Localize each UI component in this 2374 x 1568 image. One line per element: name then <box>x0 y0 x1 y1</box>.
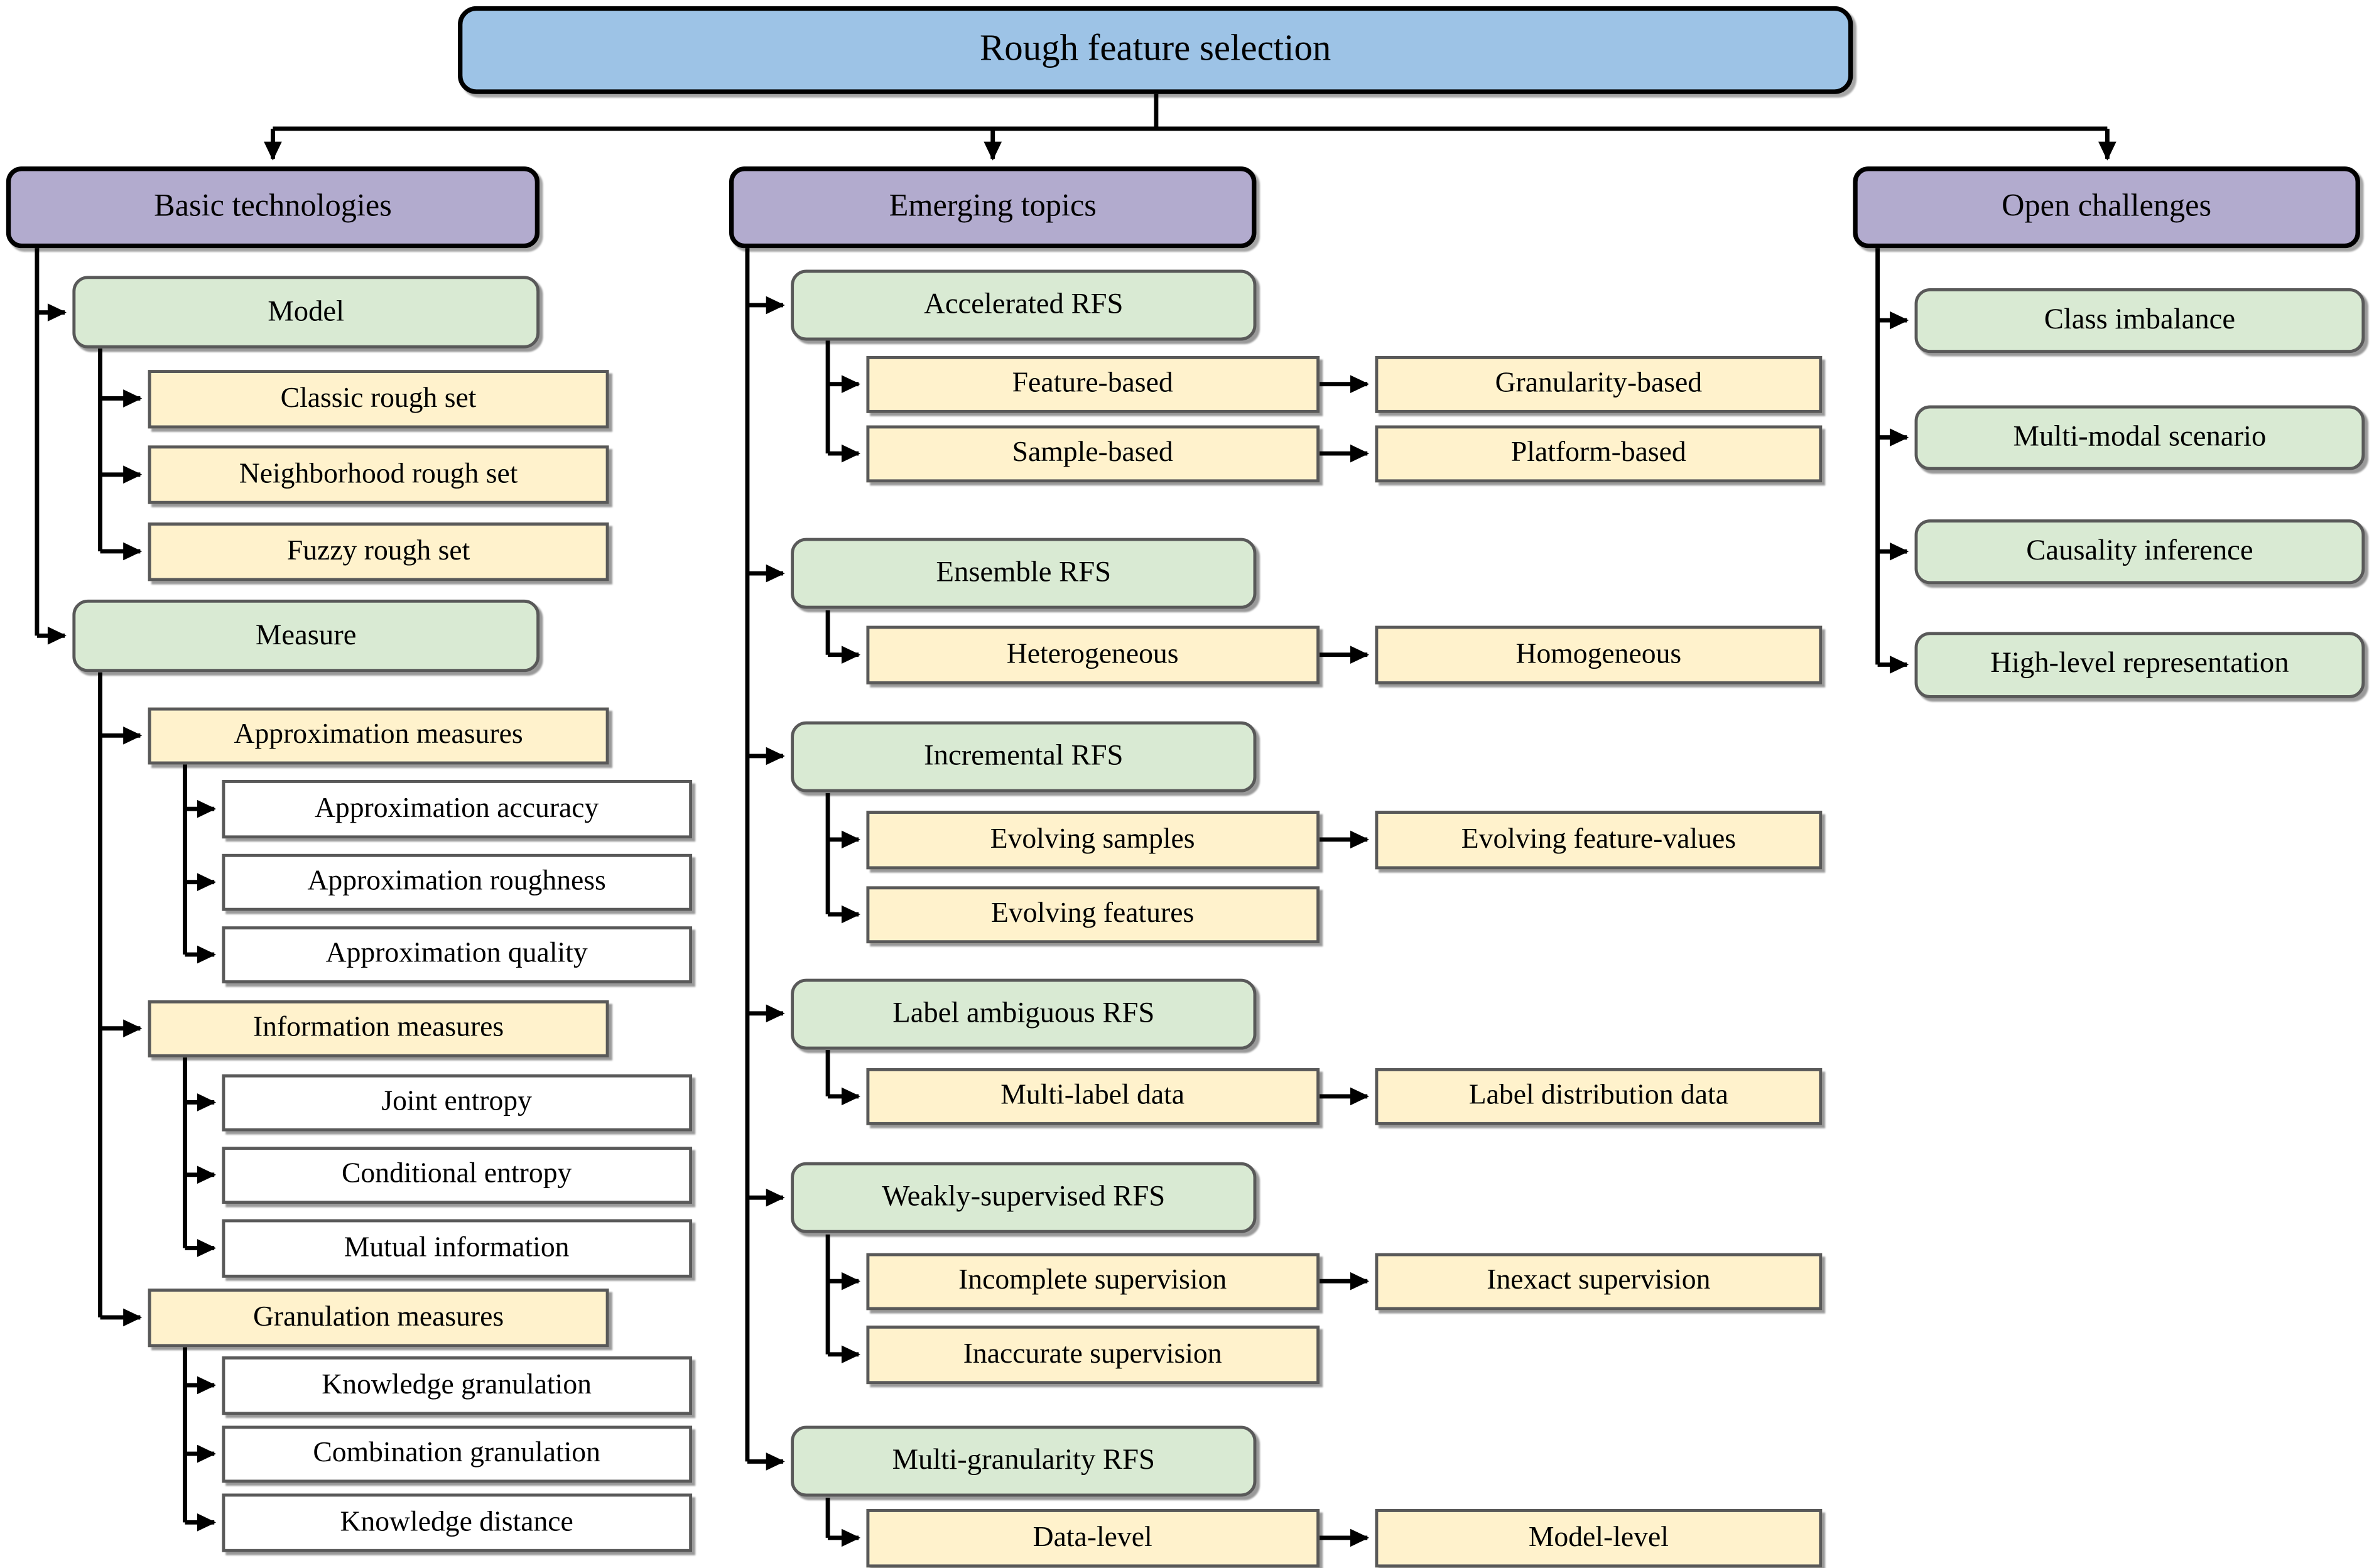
node-fuzzy-rough-set: Fuzzy rough set <box>148 522 609 581</box>
node-incremental-rfs: Incremental RFS <box>791 720 1257 792</box>
node-multi-modal-scenario: Multi-modal scenario <box>1914 404 2365 470</box>
node-evolving-samples: Evolving samples <box>866 811 1319 869</box>
trunk-lines <box>35 94 2108 1538</box>
node-sample-based: Sample-based <box>866 424 1319 483</box>
node-knowledge-distance: Knowledge distance <box>221 1493 693 1552</box>
node-heterogeneous: Heterogeneous <box>866 625 1319 684</box>
node-joint-entropy: Joint entropy <box>221 1073 693 1132</box>
node-causality-inference: Causality inference <box>1914 518 2365 585</box>
node-evolving-feature-values: Evolving feature-values <box>1375 811 1823 869</box>
node-label-distribution-data: Label distribution data <box>1375 1067 1823 1125</box>
node-evolving-features: Evolving features <box>866 885 1319 944</box>
node-information-measures: Information measures <box>148 999 609 1057</box>
node-approximation-accuracy: Approximation accuracy <box>221 780 693 838</box>
arrow-connectors <box>36 128 2117 1547</box>
node-platform-based: Platform-based <box>1375 424 1823 483</box>
node-conditional-entropy: Conditional entropy <box>221 1145 693 1204</box>
node-data-level: Data-level <box>866 1509 1319 1567</box>
node-approximation-measures: Approximation measures <box>148 706 609 765</box>
node-granularity-based: Granularity-based <box>1375 355 1823 413</box>
node-ensemble-rfs: Ensemble RFS <box>791 538 1257 609</box>
node-class-imbalance: Class imbalance <box>1914 287 2365 354</box>
node-weakly-supervised-rfs: Weakly-supervised RFS <box>791 1162 1257 1233</box>
node-high-level-representation: High-level representation <box>1914 632 2365 698</box>
node-measure: Measure <box>72 599 540 673</box>
node-inexact-supervision: Inexact supervision <box>1375 1252 1823 1311</box>
node-granulation-measures: Granulation measures <box>148 1289 609 1347</box>
node-label-ambiguous-rfs: Label ambiguous RFS <box>791 978 1257 1049</box>
node-multi-label-data: Multi-label data <box>866 1067 1319 1125</box>
node-model: Model <box>72 276 540 349</box>
node-neighborhood-rough-set: Neighborhood rough set <box>148 445 609 504</box>
node-approximation-quality: Approximation quality <box>221 925 693 983</box>
node-inaccurate-supervision: Inaccurate supervision <box>866 1325 1319 1383</box>
node-model-level: Model-level <box>1375 1509 1823 1567</box>
node-multi-granularity-rfs: Multi-granularity RFS <box>791 1425 1257 1497</box>
node-mutual-information: Mutual information <box>221 1219 693 1277</box>
node-classic-rough-set: Classic rough set <box>148 370 609 428</box>
node-accelerated-rfs: Accelerated RFS <box>791 269 1257 341</box>
node-knowledge-granulation: Knowledge granulation <box>221 1356 693 1415</box>
node-combination-granulation: Combination granulation <box>221 1425 693 1483</box>
node-incomplete-supervision: Incomplete supervision <box>866 1252 1319 1311</box>
node-homogeneous: Homogeneous <box>1375 625 1823 684</box>
node-basic-technologies: Basic technologies <box>6 166 540 249</box>
node-rough-feature-selection: Rough feature selection <box>458 6 1853 94</box>
node-feature-based: Feature-based <box>866 355 1319 413</box>
node-emerging-topics: Emerging topics <box>729 166 1257 249</box>
node-open-challenges: Open challenges <box>1853 166 2360 249</box>
node-approximation-roughness: Approximation roughness <box>221 853 693 911</box>
